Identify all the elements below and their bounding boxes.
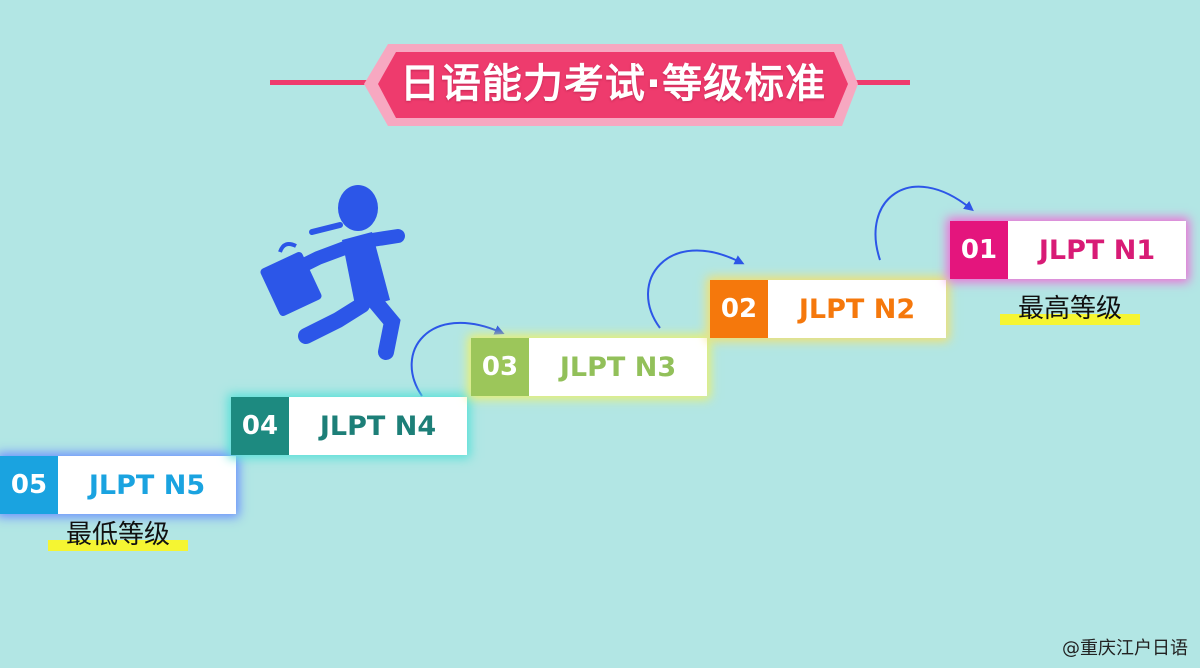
level-label: JLPT N5 bbox=[58, 456, 236, 514]
level-number: 04 bbox=[231, 397, 289, 455]
running-businessman-icon bbox=[260, 185, 405, 360]
title-line-left bbox=[270, 80, 380, 85]
level-label: JLPT N4 bbox=[289, 397, 467, 455]
level-number: 02 bbox=[710, 280, 768, 338]
page-title: 日语能力考试·等级标准 bbox=[399, 61, 827, 107]
level-step-n1: 01 JLPT N1 bbox=[950, 221, 1186, 279]
highest-level-note: 最高等级 bbox=[1000, 292, 1141, 326]
level-label: JLPT N3 bbox=[529, 338, 707, 396]
level-step-n4: 04 JLPT N4 bbox=[231, 397, 467, 455]
level-label: JLPT N2 bbox=[768, 280, 946, 338]
title-line-right bbox=[838, 80, 910, 85]
curved-arrow-icon bbox=[647, 249, 745, 329]
curved-arrow-icon bbox=[410, 321, 505, 397]
lowest-level-note: 最低等级 bbox=[48, 518, 189, 552]
highlight-mark bbox=[1000, 314, 1141, 325]
level-step-n2: 02 JLPT N2 bbox=[710, 280, 946, 338]
note-text: 最高等级 bbox=[1018, 294, 1123, 324]
level-label: JLPT N1 bbox=[1008, 221, 1186, 279]
curved-arrow-icon bbox=[874, 185, 974, 261]
watermark-text: @重庆江户日语 bbox=[1062, 638, 1188, 659]
highlight-mark bbox=[48, 540, 189, 551]
level-step-n5: 05 JLPT N5 bbox=[0, 456, 236, 514]
level-step-n3: 03 JLPT N3 bbox=[471, 338, 707, 396]
level-number: 01 bbox=[950, 221, 1008, 279]
note-text: 最低等级 bbox=[66, 520, 171, 550]
level-number: 03 bbox=[471, 338, 529, 396]
level-number: 05 bbox=[0, 456, 58, 514]
